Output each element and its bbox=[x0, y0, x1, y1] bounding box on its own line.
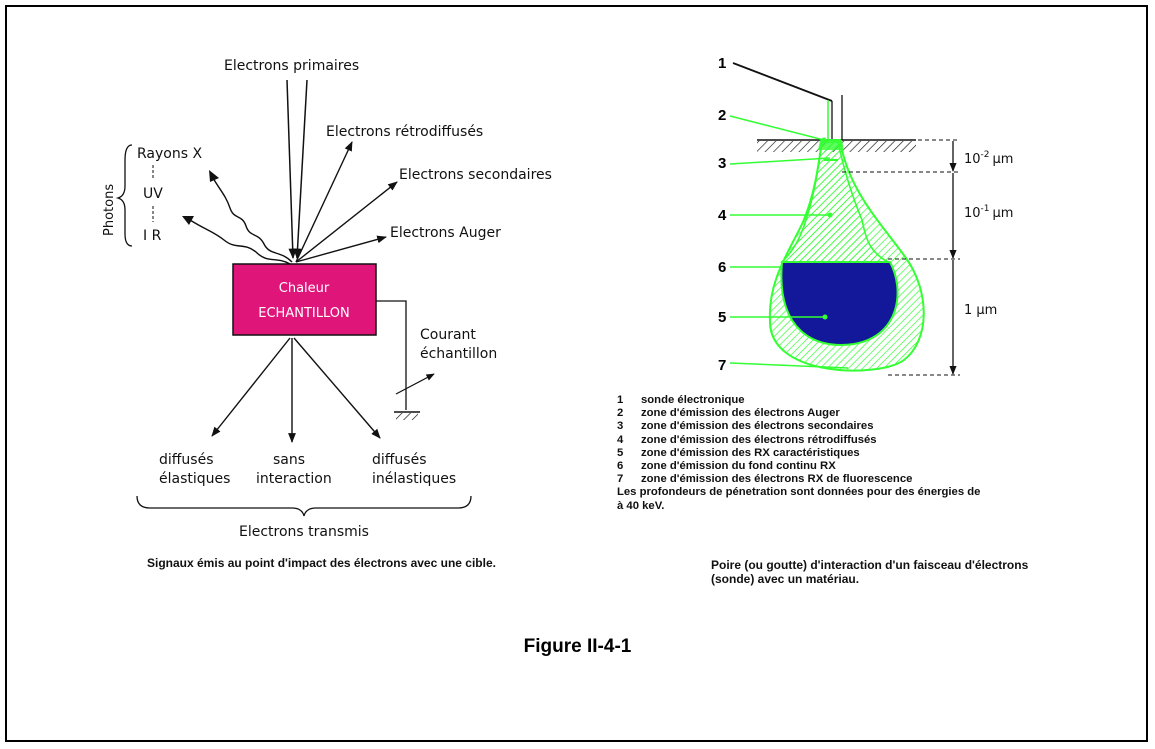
primary-beam-line-2 bbox=[293, 79, 308, 260]
arrow-backscattered bbox=[295, 141, 353, 263]
zone-number-2: 2 bbox=[718, 107, 726, 124]
figure-title: Figure II-4-1 bbox=[523, 636, 632, 657]
zone-number-3: 3 bbox=[718, 155, 726, 172]
label-sample: ECHANTILLON bbox=[258, 306, 349, 321]
leader-4-dot bbox=[827, 212, 833, 218]
leader-7 bbox=[729, 362, 849, 369]
xray-characteristic-zone bbox=[780, 261, 899, 346]
label-nointer-2: interaction bbox=[256, 471, 332, 487]
auger-zone bbox=[818, 140, 844, 150]
arrow-secondary bbox=[295, 181, 398, 263]
arrow-auger bbox=[295, 235, 387, 263]
legend-note: Les profondeurs de pénetration sont donn… bbox=[617, 486, 981, 512]
leader-2-dot bbox=[821, 137, 827, 143]
label-ir: I R bbox=[143, 228, 162, 244]
ammeter-arrow bbox=[395, 373, 435, 395]
primary-beam-line-1 bbox=[286, 79, 297, 260]
figure-frame bbox=[5, 5, 1148, 742]
leader-3 bbox=[729, 157, 831, 165]
zone-number-7: 7 bbox=[718, 357, 726, 374]
ground-hatch bbox=[396, 413, 418, 420]
left-diagram: Electrons primaires Electrons rétrodiffu… bbox=[102, 58, 552, 540]
current-wire bbox=[376, 300, 407, 410]
leader-5-dot bbox=[822, 314, 828, 320]
arrow-elastic bbox=[211, 337, 291, 437]
wavy-ir-photon bbox=[189, 219, 291, 265]
label-rayons-x: Rayons X bbox=[137, 146, 202, 162]
probe-leader bbox=[732, 62, 833, 102]
transmitted-brace bbox=[136, 495, 472, 517]
label-photons: Photons bbox=[102, 184, 117, 236]
zone-number-6: 6 bbox=[718, 259, 726, 276]
label-heat: Chaleur bbox=[279, 281, 330, 296]
label-secondary: Electrons secondaires bbox=[399, 167, 552, 183]
label-inelastic-2: inélastiques bbox=[372, 471, 456, 487]
xray-arrowhead bbox=[209, 170, 219, 182]
zone-number-1: 1 bbox=[718, 55, 726, 72]
photons-brace bbox=[115, 144, 133, 247]
label-auger: Electrons Auger bbox=[390, 225, 501, 241]
leader-2 bbox=[729, 115, 825, 141]
label-inelastic-1: diffusés bbox=[372, 452, 427, 468]
wavy-xray-photon bbox=[212, 177, 293, 263]
left-caption: Signaux émis au point d'impact des élect… bbox=[147, 556, 496, 570]
sample-box bbox=[232, 263, 377, 336]
zone-number-5: 5 bbox=[718, 309, 726, 326]
arrow-inelastic bbox=[293, 337, 381, 439]
label-transmitted: Electrons transmis bbox=[239, 524, 369, 540]
ir-arrowhead bbox=[182, 216, 194, 225]
label-current-2: échantillon bbox=[420, 346, 497, 362]
label-primary-electrons: Electrons primaires bbox=[224, 58, 359, 74]
label-elastic-2: élastiques bbox=[159, 471, 230, 487]
label-nointer-1: sans bbox=[273, 452, 305, 468]
right-caption: Poire (ou goutte) d'interaction d'un fai… bbox=[711, 558, 1029, 586]
depth-label-3: 1 μm bbox=[964, 303, 997, 318]
zone-number-4: 4 bbox=[718, 207, 727, 224]
label-elastic-1: diffusés bbox=[159, 452, 214, 468]
label-current-1: Courant bbox=[420, 327, 476, 343]
label-backscattered: Electrons rétrodiffusés bbox=[326, 124, 483, 140]
label-uv: UV bbox=[143, 186, 163, 202]
